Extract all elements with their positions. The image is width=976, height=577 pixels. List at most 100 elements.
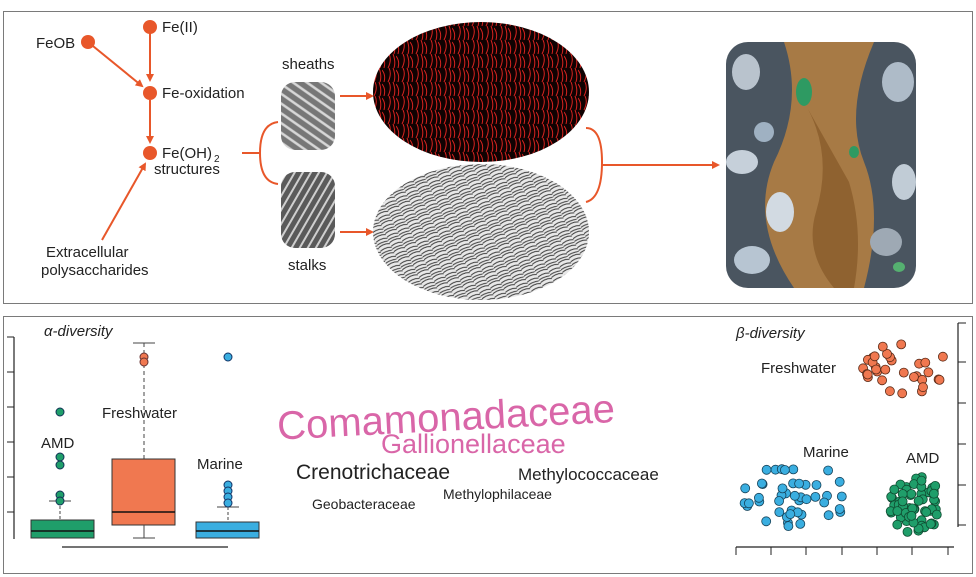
boxplot-marine (195, 352, 260, 539)
beta-diversity-title: β-diversity (735, 325, 806, 342)
node-feob (81, 35, 95, 49)
beta-point-amd (902, 526, 913, 537)
beta-point-amd (916, 475, 927, 486)
alpha-label-marine: Marine (197, 456, 243, 473)
beta-point-freshwater (898, 367, 909, 378)
beta-point-freshwater (918, 382, 928, 393)
beta-point-marine (788, 464, 799, 475)
beta-point-marine (761, 516, 772, 527)
stalks-filament-image (373, 164, 589, 300)
label-fe-oxidation: Fe-oxidation (162, 85, 245, 102)
beta-point-freshwater (869, 351, 880, 362)
brace-ovals (585, 127, 604, 203)
beta-point-freshwater (877, 375, 887, 386)
label-feoh-subscript: 2 (214, 154, 220, 165)
beta-point-marine (744, 498, 754, 509)
boxplot-amd (30, 407, 95, 539)
field-photo (726, 42, 916, 288)
beta-point-marine (777, 483, 788, 494)
beta-point-freshwater (871, 364, 881, 375)
taxon-methylococcaceae: Methylococcaceae (518, 465, 659, 484)
beta-point-marine (740, 483, 751, 494)
taxon-gallionellaceae: Gallionellaceae (381, 429, 566, 459)
taxon-crenotrichaceae: Crenotrichaceae (296, 461, 450, 484)
beta-point-marine (794, 478, 804, 489)
pathway-diagram: FeOB Fe(II) Fe-oxidation Fe(OH) 2 struct… (36, 19, 916, 300)
label-feoh: Fe(OH) (162, 145, 212, 162)
beta-point-freshwater (920, 357, 931, 368)
beta-point-marine (789, 490, 800, 501)
taxon-geobacteraceae: Geobacteraceae (312, 496, 416, 512)
beta-point-freshwater (882, 349, 892, 359)
beta-point-amd (925, 519, 936, 529)
sheaths-sem-image (281, 82, 335, 150)
node-feoh (143, 146, 157, 160)
beta-point-marine (774, 496, 784, 506)
beta-point-marine (757, 478, 767, 489)
beta-point-marine (780, 465, 790, 475)
label-stalks: stalks (288, 257, 326, 274)
label-eps-line2: polysaccharides (41, 262, 149, 279)
alpha-label-amd: AMD (41, 435, 75, 452)
beta-x-axis (735, 546, 954, 555)
beta-point-amd (921, 507, 932, 518)
beta-point-marine (774, 507, 785, 518)
beta-point-marine (823, 465, 833, 476)
brace-structures (258, 121, 279, 185)
beta-point-marine (810, 491, 821, 502)
beta-point-marine (785, 509, 796, 520)
beta-point-marine (836, 491, 847, 502)
beta-point-freshwater (938, 351, 948, 362)
beta-point-marine (823, 510, 834, 521)
beta-point-amd (929, 488, 939, 499)
beta-point-marine (761, 464, 772, 475)
alpha-diversity-title: α-diversity (44, 323, 114, 340)
beta-point-freshwater (896, 339, 907, 350)
beta-label-freshwater: Freshwater (761, 360, 836, 377)
beta-point-amd (897, 496, 908, 507)
label-structures: structures (154, 161, 220, 178)
beta-point-amd (913, 495, 924, 506)
beta-points-marine (739, 464, 847, 532)
arrow-feob (87, 41, 144, 88)
beta-point-marine (819, 497, 830, 508)
beta-point-freshwater (880, 364, 891, 375)
beta-point-amd (906, 489, 917, 499)
label-feob: FeOB (36, 35, 75, 52)
beta-point-freshwater (897, 388, 908, 399)
beta-point-amd (889, 484, 900, 495)
node-fe2 (143, 20, 157, 34)
beta-label-amd: AMD (906, 450, 940, 467)
node-fe-oxidation (143, 86, 157, 100)
arrow-eps (101, 162, 146, 241)
beta-point-freshwater (909, 372, 919, 382)
alpha-label-freshwater: Freshwater (102, 405, 177, 422)
beta-point-freshwater (877, 341, 888, 352)
label-sheaths: sheaths (282, 56, 335, 73)
beta-point-freshwater (934, 375, 945, 385)
label-eps-line1: Extracellular (46, 244, 129, 261)
alpha-y-axis (7, 336, 15, 539)
sheaths-filament-image (373, 22, 589, 162)
diversity-diagram: α-diversity AMD Freshwater (7, 322, 966, 555)
beta-point-marine (811, 480, 822, 490)
diversity-panel: α-diversity AMD Freshwater (3, 316, 973, 574)
taxon-methylophilaceae: Methylophilaceae (443, 486, 552, 502)
beta-point-amd (931, 509, 942, 520)
beta-point-marine (783, 521, 794, 532)
beta-point-amd (892, 519, 903, 530)
label-fe2: Fe(II) (162, 19, 198, 36)
beta-label-marine: Marine (803, 444, 849, 461)
beta-y-axis (957, 322, 966, 527)
beta-point-freshwater (862, 369, 873, 380)
beta-points-amd (885, 472, 942, 537)
beta-point-marine (834, 504, 845, 514)
beta-point-marine (834, 476, 845, 487)
beta-point-marine (801, 494, 812, 505)
beta-point-amd (892, 506, 903, 517)
beta-point-freshwater (885, 386, 895, 397)
pathway-panel: FeOB Fe(II) Fe-oxidation Fe(OH) 2 struct… (3, 11, 973, 304)
beta-point-amd (906, 510, 917, 521)
beta-point-freshwater (923, 367, 934, 378)
stalks-sem-image (281, 172, 335, 248)
